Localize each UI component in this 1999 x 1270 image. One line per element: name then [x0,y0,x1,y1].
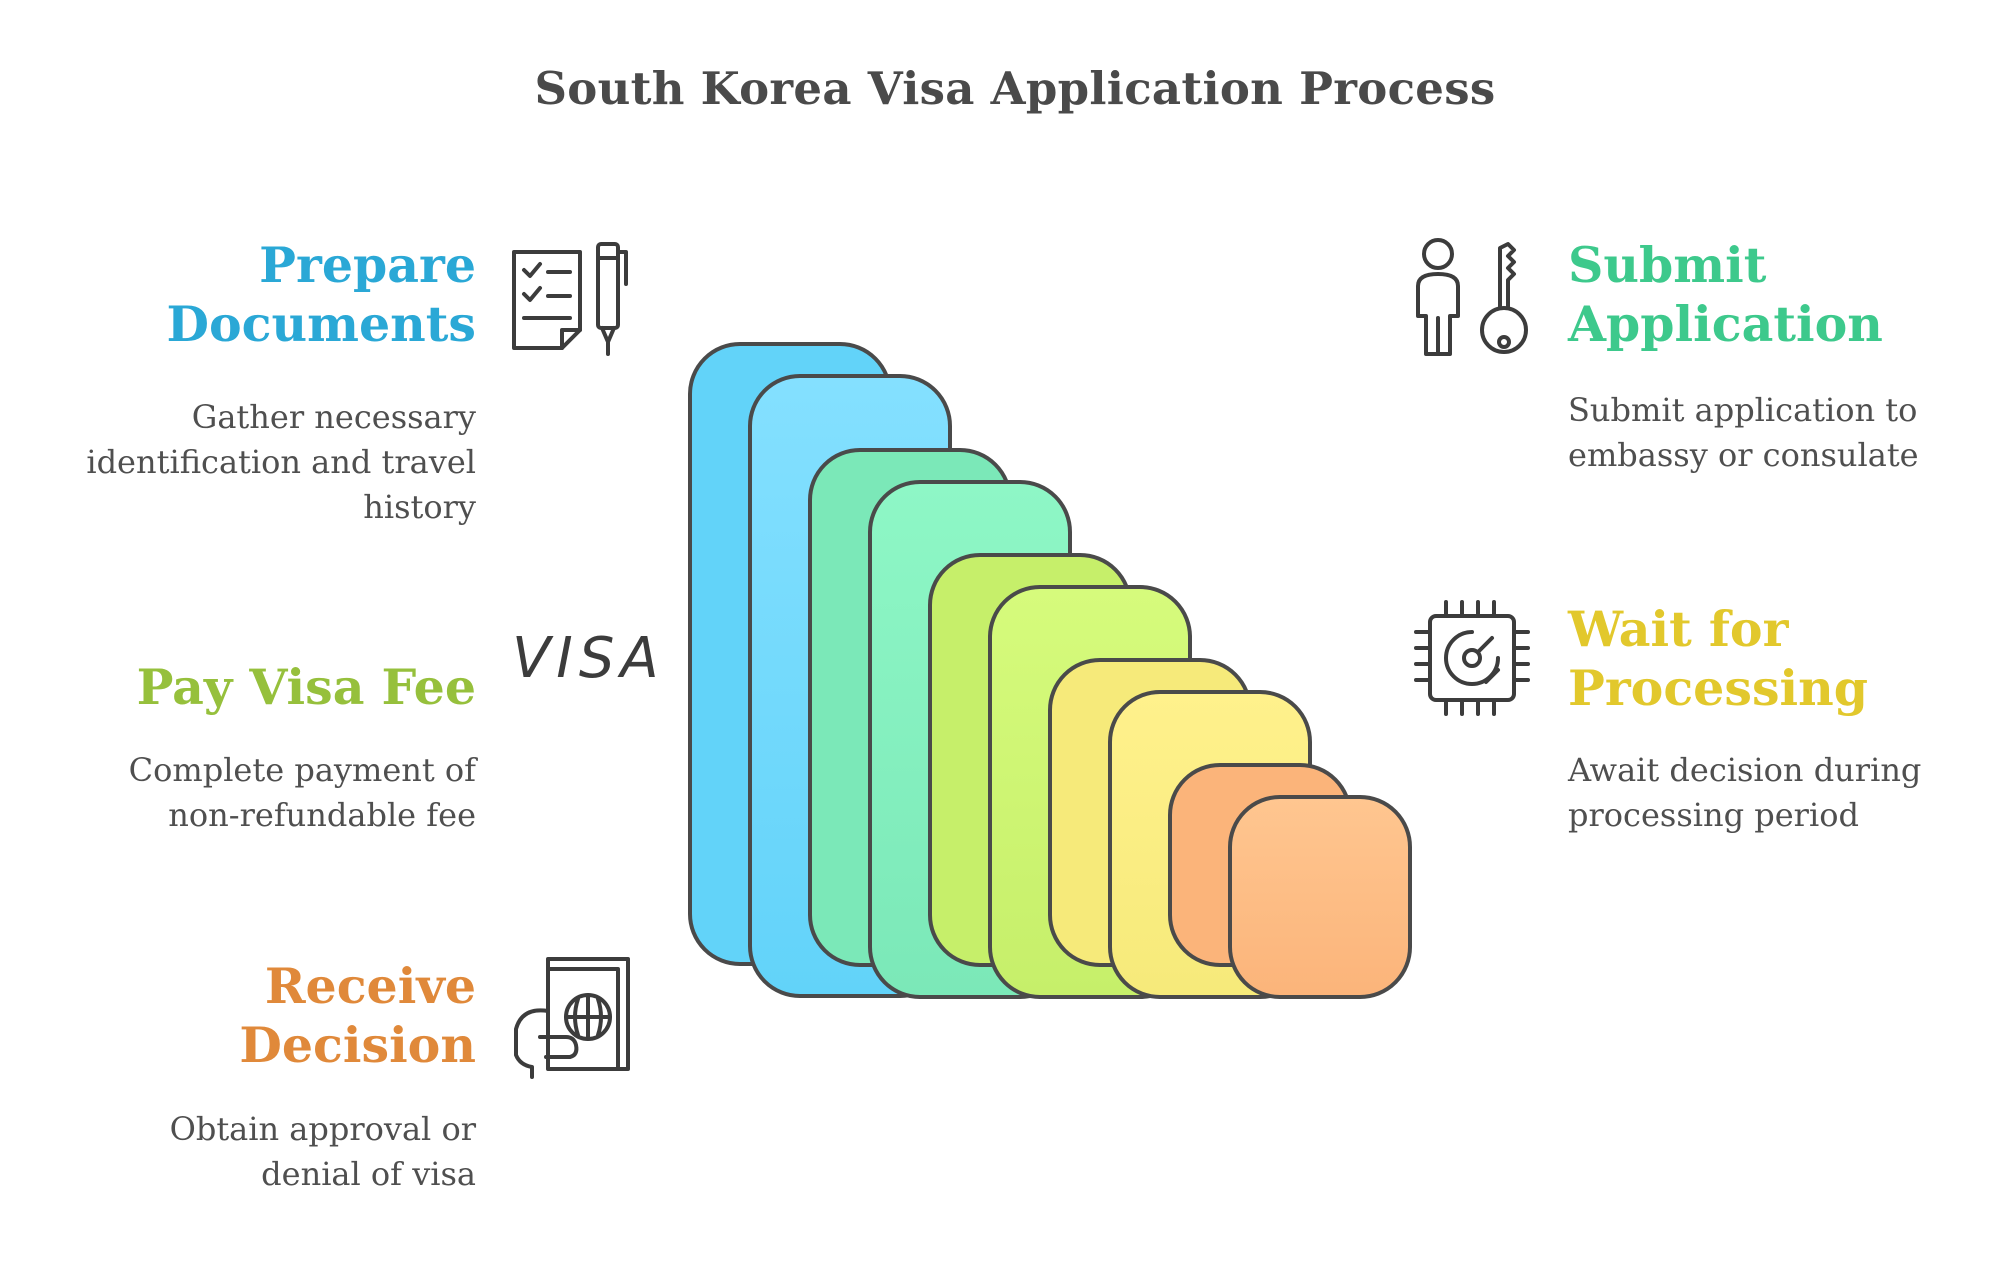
step-submit-desc-line2: embassy or consulate [1568,436,1919,474]
step-wait-title-line1: Wait for [1568,600,1789,658]
person-key-icon [1416,238,1528,356]
step-prepare-description: Gather necessary identification and trav… [86,395,476,530]
step-submit-title-line2: Application [1568,295,1883,353]
step-prepare-desc-line1: Gather necessary [191,398,476,436]
page-title: South Korea Visa Application Process [534,62,1496,115]
step-pay-desc-line1: Complete payment of [128,751,476,789]
step-wait-description: Await decision during processing period [1568,748,1921,838]
step-receive-title: Receive Decision [239,957,476,1075]
step-wait-desc-line1: Await decision during [1568,751,1922,789]
step-submit-description: Submit application to embassy or consula… [1568,388,1919,478]
step-pay-description: Complete payment of non-refundable fee [129,748,476,838]
checklist-pen-icon [512,242,628,356]
step-prepare-desc-line3: history [363,488,476,526]
visa-card-icon: VISA [512,626,665,691]
step-receive-title-line2: Decision [239,1016,476,1074]
step-submit-desc-line1: Submit application to [1568,391,1918,429]
processor-chip-icon [1414,600,1530,716]
step-receive-desc-line1: Obtain approval or [169,1110,476,1148]
block-orange-front [1228,795,1412,999]
step-wait-title-line2: Processing [1568,659,1869,717]
step-pay-title-line1: Pay Visa Fee [136,658,476,716]
step-prepare-desc-line2: identification and travel [86,443,476,481]
passport-hand-icon [514,957,630,1079]
step-prepare-title-line2: Documents [166,295,476,353]
step-pay-title: Pay Visa Fee [137,658,476,717]
block-orange [1168,763,1412,999]
step-submit-title: Submit Application [1568,236,1883,354]
step-pay-desc-line2: non-refundable fee [168,796,476,834]
step-prepare-title: Prepare Documents [166,236,476,354]
step-submit-title-line1: Submit [1568,236,1767,294]
step-prepare-title-line1: Prepare [259,236,476,294]
step-wait-desc-line2: processing period [1568,796,1859,834]
step-wait-title: Wait for Processing [1568,600,1868,718]
step-receive-desc-line2: denial of visa [261,1155,476,1193]
step-receive-description: Obtain approval or denial of visa [170,1107,476,1197]
step-receive-title-line1: Receive [264,957,476,1015]
